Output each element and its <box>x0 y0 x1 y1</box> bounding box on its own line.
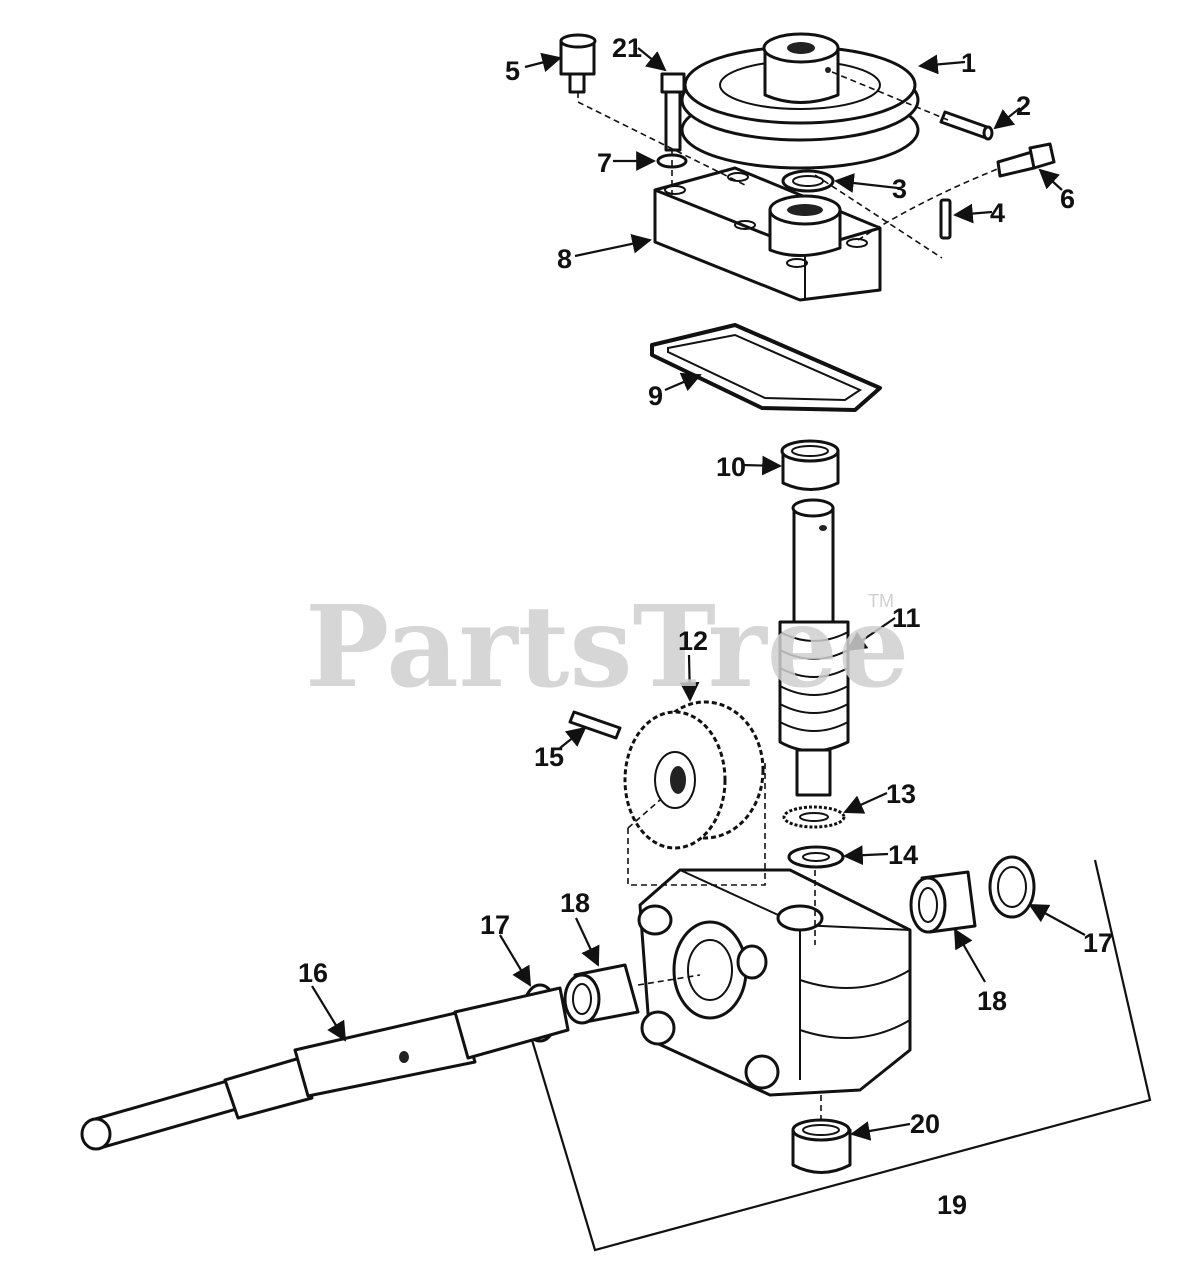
watermark-text: PartsTree <box>305 582 909 713</box>
pulley-part <box>680 32 920 170</box>
watermark-trademark: TM <box>868 591 894 611</box>
callout-15: 15 <box>534 742 564 772</box>
callout-17-right: 17 <box>1083 928 1113 958</box>
worm-shaft-part <box>778 498 850 797</box>
callout-labels: 1 2 3 4 5 6 7 8 9 10 11 12 13 14 15 16 1… <box>298 33 1113 1220</box>
callout-8: 8 <box>557 244 572 274</box>
needle-bearing-top-part <box>780 439 840 491</box>
cap-screw-part <box>996 142 1056 178</box>
shaft-seal-right-part <box>988 855 1036 919</box>
assembly-bracket <box>530 859 1152 1252</box>
dowel-pin-part <box>939 198 952 240</box>
needle-bearing-left-part <box>563 963 640 1025</box>
gear-pin-part <box>568 710 622 740</box>
gearcase-housing-part <box>637 868 912 1097</box>
roll-pin-part <box>939 110 994 141</box>
callout-21: 21 <box>612 33 642 63</box>
callout-7: 7 <box>597 148 612 178</box>
callout-4: 4 <box>990 198 1005 228</box>
thrust-washer-part <box>787 845 845 869</box>
callout-20: 20 <box>910 1109 940 1139</box>
callout-17-left: 17 <box>480 910 510 940</box>
worm-gear-part <box>623 700 765 850</box>
thrust-bearing-part <box>782 805 846 829</box>
callout-10: 10 <box>716 452 746 482</box>
callout-5: 5 <box>505 56 520 86</box>
needle-bearing-bottom-part <box>791 1118 852 1174</box>
callout-12: 12 <box>678 626 708 656</box>
leader-lines <box>311 47 1086 1141</box>
callout-9: 9 <box>648 381 663 411</box>
callout-11: 11 <box>892 603 921 633</box>
callout-16: 16 <box>298 958 328 988</box>
callout-2: 2 <box>1016 91 1031 121</box>
oil-seal-part <box>781 169 835 193</box>
axle-shaft-part <box>80 986 570 1151</box>
callout-14: 14 <box>888 840 918 870</box>
callout-18-left: 18 <box>560 888 590 918</box>
callout-13: 13 <box>886 779 916 809</box>
callout-6: 6 <box>1060 184 1075 214</box>
gasket-part <box>650 323 882 412</box>
callout-1: 1 <box>961 48 976 78</box>
needle-bearing-right-part <box>909 870 977 934</box>
bolt-part <box>660 72 686 152</box>
gearcase-cover-part <box>653 166 882 302</box>
callout-18-right: 18 <box>977 986 1007 1016</box>
callout-19: 19 <box>937 1190 967 1220</box>
vent-plug-part <box>559 33 597 94</box>
callout-3: 3 <box>892 174 907 204</box>
